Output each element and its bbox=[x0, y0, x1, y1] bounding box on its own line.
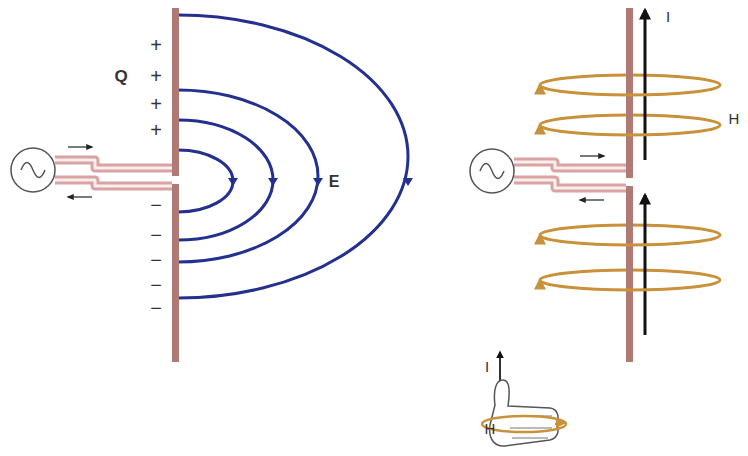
charge-label: Q bbox=[114, 68, 127, 85]
field-label: H bbox=[485, 421, 496, 436]
charge-sign: − bbox=[150, 225, 162, 245]
charge-sign: − bbox=[150, 275, 162, 295]
feed-line bbox=[514, 162, 626, 188]
current-label: I bbox=[485, 359, 489, 374]
charge-sign: + bbox=[150, 94, 162, 114]
ac-source bbox=[11, 148, 55, 192]
current-arrows bbox=[580, 156, 604, 200]
charge-sign: + bbox=[150, 66, 162, 86]
charge-sign: − bbox=[150, 195, 162, 215]
charge-sign: + bbox=[150, 35, 162, 55]
right-hand-rule bbox=[482, 352, 566, 446]
magnetic-loops-front bbox=[540, 85, 720, 290]
field-label: H bbox=[729, 111, 740, 126]
charge-sign: + bbox=[150, 120, 162, 140]
dipole-rod bbox=[172, 8, 179, 362]
current-arrows bbox=[68, 147, 92, 197]
charge-sign: − bbox=[150, 250, 162, 270]
dipole-rod bbox=[626, 8, 633, 362]
field-direction-heads bbox=[228, 178, 413, 186]
feed-line bbox=[55, 160, 172, 186]
field-label: E bbox=[329, 174, 340, 190]
ac-source bbox=[470, 149, 514, 193]
electric-field-lines bbox=[178, 15, 408, 298]
current-label: I bbox=[666, 9, 670, 24]
charge-sign: − bbox=[150, 298, 162, 318]
current-direction bbox=[644, 10, 647, 335]
